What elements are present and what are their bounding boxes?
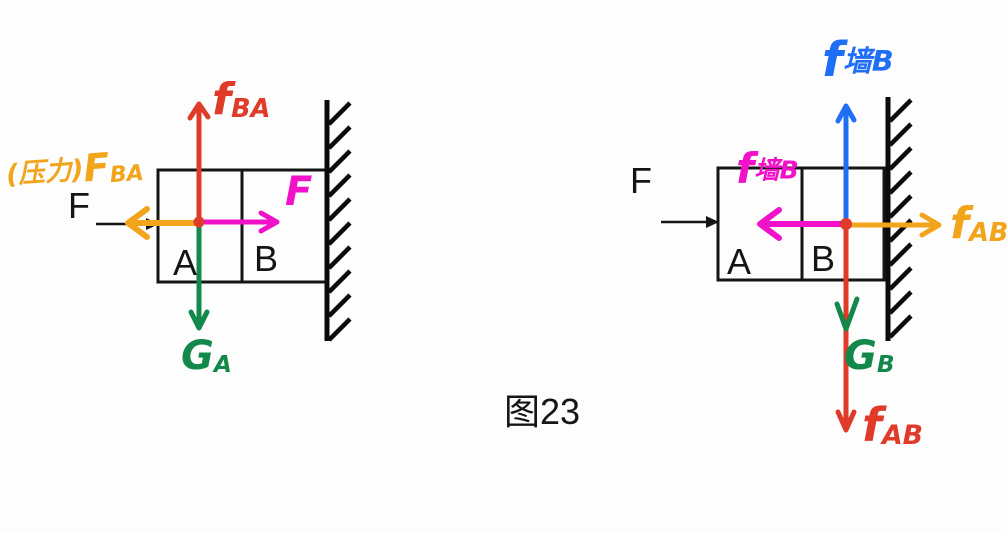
force-symbol: G xyxy=(844,333,877,379)
force-subscript: 墙B xyxy=(754,155,799,185)
gravity-label: GA xyxy=(181,336,232,376)
normal-right-label: fAB xyxy=(950,202,1007,247)
force-symbol: f xyxy=(862,398,883,452)
force-symbol: f xyxy=(822,32,843,88)
force-symbol: f xyxy=(736,144,755,193)
block-a-label: A xyxy=(173,242,198,283)
wall-hatching xyxy=(888,98,913,339)
force-application-point xyxy=(840,218,852,230)
force-symbol: F xyxy=(285,169,313,215)
block-b-label: B xyxy=(811,238,836,279)
force-symbol: f xyxy=(212,74,232,125)
wall-normal-left-label: f墙B xyxy=(736,148,799,190)
wall-friction-up-label: f墙B xyxy=(822,36,894,84)
friction-up-arrowhead xyxy=(187,101,211,121)
right-free-body-diagram xyxy=(661,97,942,433)
force-symbol: F xyxy=(81,144,111,191)
force-subscript: BA xyxy=(109,160,145,189)
applied-right-arrowhead xyxy=(258,210,280,234)
wall-hatching xyxy=(327,101,352,342)
figure-caption: 图23 xyxy=(504,391,581,432)
gravity-down-arrowhead xyxy=(834,296,860,332)
block-b-label: B xyxy=(254,238,279,279)
wall-friction-up-arrowhead xyxy=(835,103,857,124)
friction-up-label: fBA xyxy=(212,78,270,123)
force-symbol: f xyxy=(950,198,970,249)
applied-force-label: F xyxy=(630,160,652,201)
force-application-point xyxy=(193,216,205,228)
force-subscript: 墙B xyxy=(842,43,894,78)
friction-down-label: fAB xyxy=(862,402,923,450)
reaction-left-arrowhead xyxy=(125,206,150,240)
applied-right-label: F xyxy=(285,172,312,212)
applied-force-label: F xyxy=(68,185,90,226)
force-subscript: A xyxy=(213,350,232,378)
friction-down-arrowhead xyxy=(835,409,857,433)
wall-normal-left-arrowhead xyxy=(757,207,782,241)
normal-right-arrowhead xyxy=(919,212,942,238)
block-a-label: A xyxy=(727,241,752,282)
force-subscript: B xyxy=(876,350,895,378)
force-subscript: AB xyxy=(882,420,923,452)
force-symbol: G xyxy=(181,333,214,379)
applied-force-arrowhead xyxy=(706,216,719,228)
gravity-label: GB xyxy=(844,336,895,376)
force-subscript: BA xyxy=(231,94,271,125)
force-subscript: AB xyxy=(969,218,1007,249)
gravity-down-arrowhead xyxy=(188,309,210,331)
left-free-body-diagram xyxy=(96,100,352,342)
